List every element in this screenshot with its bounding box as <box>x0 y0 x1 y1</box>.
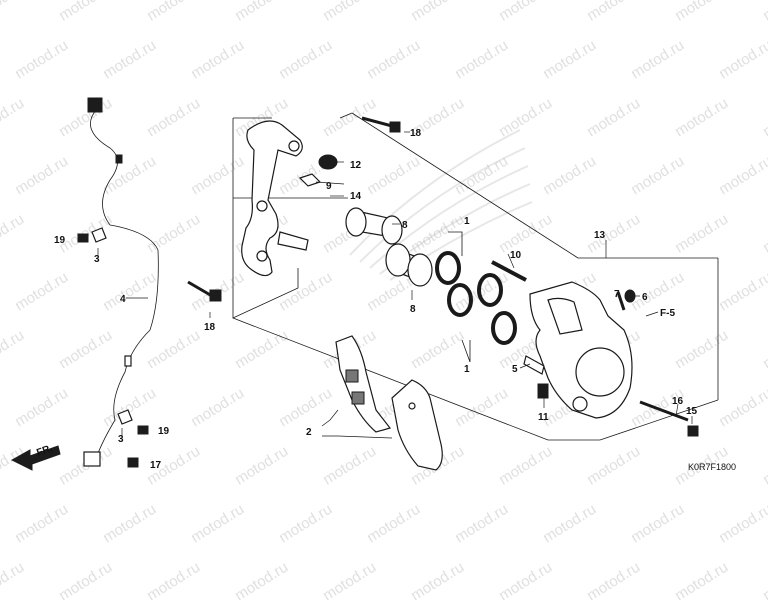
callout-13: 13 <box>594 230 606 241</box>
bolt-16 <box>639 400 689 422</box>
boot-12 <box>318 154 338 170</box>
callout-2: 2 <box>306 427 312 438</box>
cap-15 <box>687 425 699 437</box>
callout-15: 15 <box>686 406 698 417</box>
arrow-left-icon <box>10 445 61 471</box>
callout-18-lower: 18 <box>204 322 216 333</box>
callout-17: 17 <box>150 460 162 471</box>
callout-12: 12 <box>350 160 362 171</box>
callout-19-upper: 19 <box>54 235 66 246</box>
wire-clip-3-lower <box>117 409 133 425</box>
cap-6 <box>624 289 636 303</box>
diagram-code: K0R7F1800 <box>688 462 736 472</box>
callout-1-upper: 1 <box>464 216 470 227</box>
bolt-17 <box>127 457 139 468</box>
caliper-bracket <box>241 120 309 277</box>
callout-14: 14 <box>350 191 362 202</box>
callout-8-upper: 8 <box>402 220 408 231</box>
front-label: FR. <box>35 443 54 459</box>
callout-4: 4 <box>120 294 126 305</box>
bolt-18-upper <box>361 116 401 133</box>
pin-11 <box>537 383 549 399</box>
bolt-18-lower <box>187 280 222 302</box>
callout-3-upper: 3 <box>94 254 100 265</box>
callout-18-upper: 18 <box>410 128 422 139</box>
clip-5 <box>523 355 545 375</box>
callout-7: 7 <box>614 289 620 300</box>
callout-1-lower: 1 <box>464 364 470 375</box>
front-direction-marker: FR. <box>10 443 61 471</box>
brake-pad-rear <box>391 379 443 471</box>
leader-lines <box>97 131 693 439</box>
seals-1 <box>435 231 517 363</box>
piston-8-upper <box>345 207 403 245</box>
bolt-19-upper <box>77 233 89 243</box>
caliper-body <box>529 281 633 419</box>
brake-caliper-diagram: 18 12 9 14 8 1 13 10 7 6 8 1 5 11 16 15 … <box>10 97 736 472</box>
callout-11: 11 <box>538 412 549 423</box>
callout-9: 9 <box>326 181 332 192</box>
callout-8-lower: 8 <box>410 304 416 315</box>
abs-sensor-wire <box>83 97 159 467</box>
brake-pad-front <box>335 335 392 433</box>
callout-19-lower: 19 <box>158 426 170 437</box>
pin-10 <box>491 260 527 282</box>
callout-16: 16 <box>672 396 684 407</box>
callout-5: 5 <box>512 364 518 375</box>
section-ref-label: F-5 <box>660 308 675 319</box>
callout-10: 10 <box>510 250 522 261</box>
piston-8-lower <box>385 243 433 287</box>
bolt-19-lower <box>137 425 149 435</box>
callout-3-lower: 3 <box>118 434 124 445</box>
callout-6: 6 <box>642 292 648 303</box>
assembly-frame <box>232 112 719 441</box>
wire-clip-3-upper <box>91 227 107 243</box>
clip-9 <box>298 173 322 187</box>
callout-labels: 18 12 9 14 8 1 13 10 7 6 8 1 5 11 16 15 … <box>54 128 698 471</box>
